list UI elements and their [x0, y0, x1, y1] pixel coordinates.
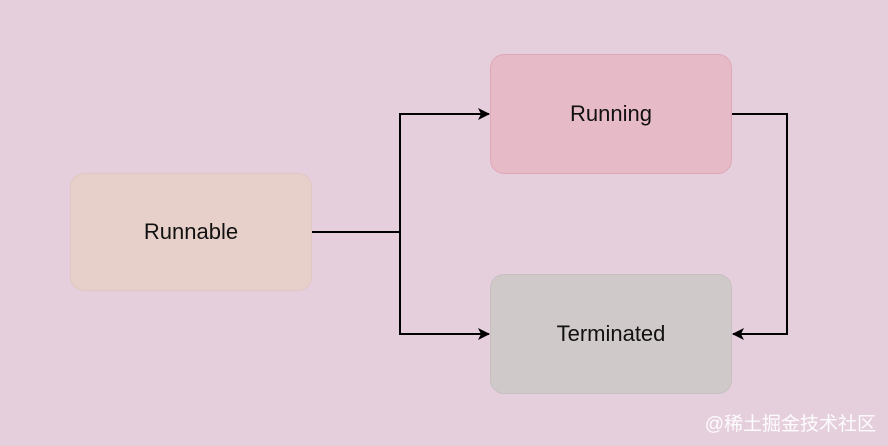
arrow-runnable-to-running [312, 108, 490, 233]
node-terminated-label: Terminated [556, 321, 666, 346]
watermark: @稀土掘金技术社区 [704, 414, 876, 435]
node-runnable: Runnable [70, 173, 312, 291]
node-terminated: Terminated [490, 274, 732, 394]
arrow-running-to-terminated [732, 113, 788, 340]
arrow-runnable-to-terminated [399, 232, 490, 340]
node-running-label: Running [570, 101, 652, 126]
node-running: Running [490, 54, 732, 174]
node-runnable-label: Runnable [143, 219, 239, 244]
